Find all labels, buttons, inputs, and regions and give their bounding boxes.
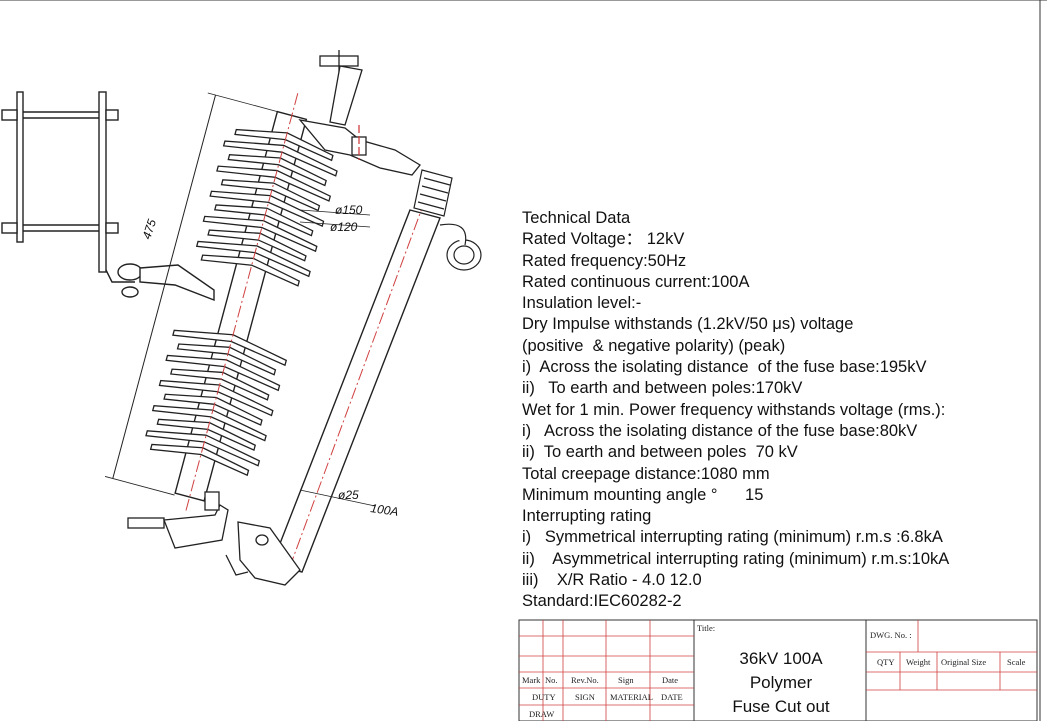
- tech-line: Interrupting rating: [522, 507, 652, 526]
- polymer-insulator: [104, 92, 338, 514]
- tech-line: Rated frequency:50Hz: [522, 251, 687, 270]
- tech-line: ii) To earth and between poles 70 kV: [522, 443, 798, 462]
- col-weight: Weight: [906, 657, 931, 667]
- fuse-tube: [271, 169, 482, 581]
- col-original-size: Original Size: [941, 657, 986, 667]
- tube-diameter-label: ø25: [338, 488, 359, 502]
- duty-label: DUTY: [532, 692, 556, 702]
- date-label: DATE: [661, 692, 683, 702]
- tech-line: Rated Voltage： 12kV: [522, 230, 685, 249]
- rev-header-revno: Rev.No.: [571, 675, 599, 685]
- tech-line: iii) X/R Ratio - 4.0 12.0: [522, 571, 702, 590]
- tech-line: (positive & negative polarity) (peak): [522, 336, 786, 355]
- title-label: Title:: [697, 623, 715, 633]
- dimension-annotations: 475 ø150 ø120 ø25 100A: [140, 203, 400, 519]
- tech-line: Insulation level:-: [522, 294, 642, 313]
- title-block: Mark No. Rev.No. Sign Date DUTY SIGN MAT…: [518, 619, 1038, 721]
- rev-header-date: Date: [662, 675, 678, 685]
- rev-header-no: No.: [545, 675, 558, 685]
- mounting-bracket: [1, 91, 215, 302]
- tech-line: Total creepage distance:1080 mm: [522, 464, 770, 483]
- sign-label: SIGN: [575, 692, 595, 702]
- rev-header-mark: Mark: [522, 675, 541, 685]
- draw-label: DRAW: [529, 709, 554, 719]
- outer-diameter-label: ø150: [335, 203, 363, 217]
- title-line-3: Fuse Cut out: [732, 697, 830, 716]
- rev-header-sign: Sign: [618, 675, 634, 685]
- tech-line: i) Symmetrical interrupting rating (mini…: [522, 528, 943, 547]
- tech-line: i) Across the isolating distance of the …: [522, 421, 918, 440]
- bottom-terminal: [127, 491, 301, 586]
- tech-line: Rated continuous current:100A: [522, 272, 750, 291]
- tech-line: Minimum mounting angle ° 15: [522, 485, 764, 504]
- technical-data-panel: Technical Data Rated Voltage： 12kV Rated…: [522, 208, 1042, 613]
- top-terminal: [298, 50, 421, 176]
- technical-data-heading: Technical Data: [522, 209, 631, 227]
- tech-line: Dry Impulse withstands (1.2kV/50 μs) vol…: [522, 315, 854, 334]
- tech-line: ii) Asymmetrical interrupting rating (mi…: [522, 549, 950, 568]
- col-qty: QTY: [877, 657, 894, 667]
- title-line-2: Polymer: [750, 673, 813, 692]
- dwg-no-label: DWG. No. :: [870, 630, 912, 640]
- material-label: MATERIAL: [610, 692, 653, 702]
- tube-rating-label: 100A: [370, 501, 400, 519]
- tech-line: Wet for 1 min. Power frequency withstand…: [522, 400, 946, 419]
- length-dimension-label: 475: [140, 217, 160, 241]
- inner-diameter-label: ø120: [330, 220, 358, 234]
- title-line-1: 36kV 100A: [739, 649, 823, 668]
- tech-line: ii) To earth and between poles:170kV: [522, 379, 803, 398]
- col-scale: Scale: [1007, 657, 1026, 667]
- tech-line: i) Across the isolating distance of the …: [522, 358, 927, 377]
- tech-line: Standard:IEC60282-2: [522, 592, 682, 611]
